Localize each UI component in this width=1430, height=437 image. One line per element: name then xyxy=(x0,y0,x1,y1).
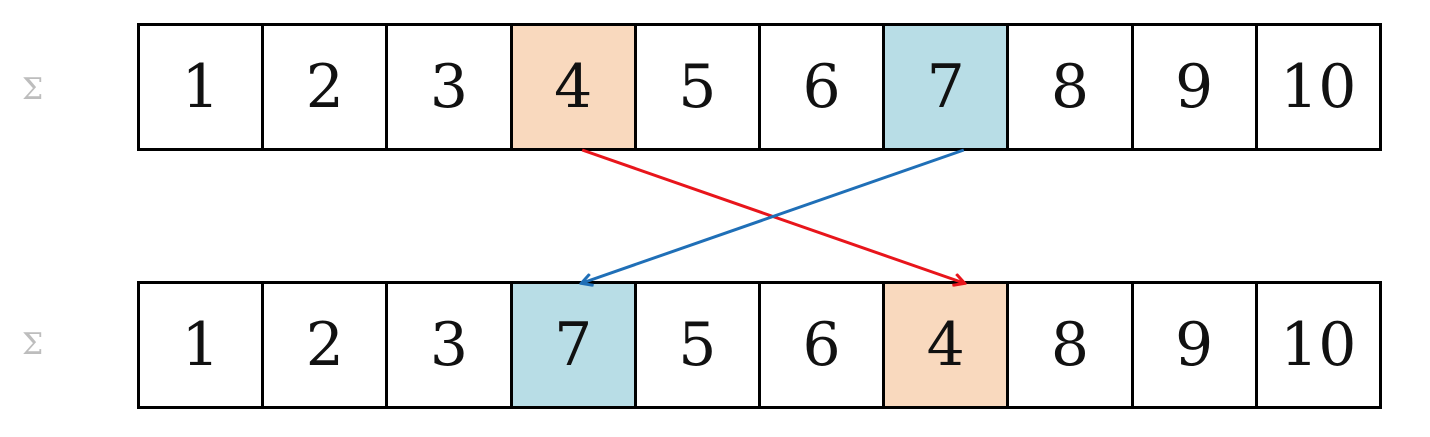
bottom-cell-7: 4 xyxy=(882,281,1010,409)
top-cell-2: 2 xyxy=(261,23,389,151)
bottom-cell-1: 1 xyxy=(137,281,265,409)
top-row-label: Σ xyxy=(22,72,46,107)
top-cell-7: 7 xyxy=(882,23,1010,151)
top-cell-10: 10 xyxy=(1254,23,1382,151)
swap-arrow-2 xyxy=(582,148,965,283)
bottom-cell-10: 10 xyxy=(1254,281,1382,409)
bottom-cell-8: 8 xyxy=(1006,281,1134,409)
top-cell-4: 4 xyxy=(509,23,637,151)
bottom-cell-4: 7 xyxy=(509,281,637,409)
bottom-cell-9: 9 xyxy=(1130,281,1258,409)
bottom-row-label: Σ xyxy=(22,327,46,362)
